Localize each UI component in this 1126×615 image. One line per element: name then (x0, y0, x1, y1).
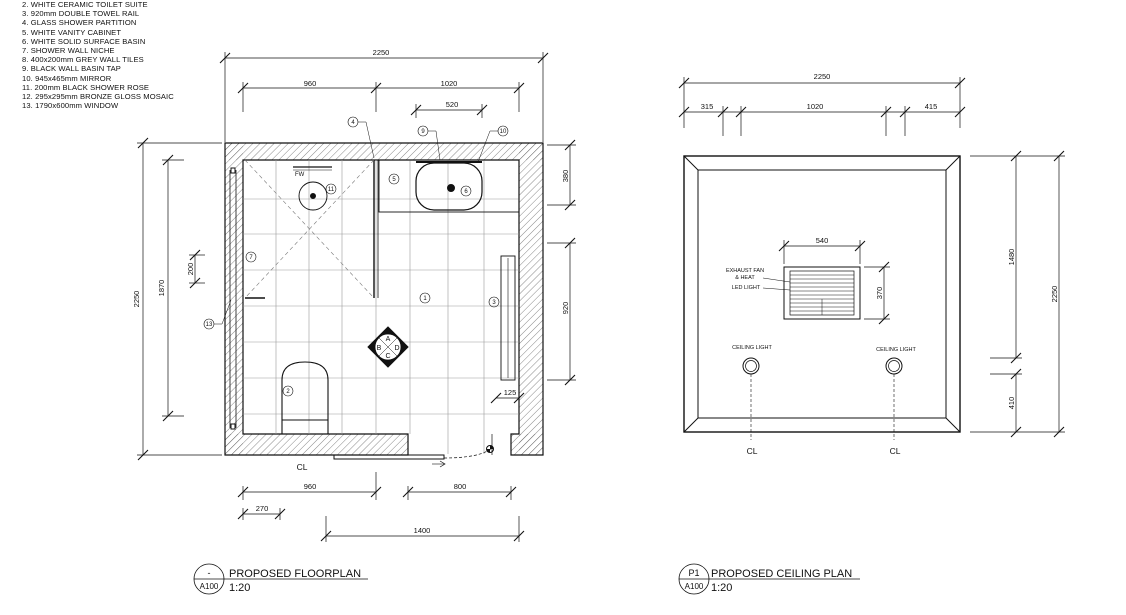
section-marker (367, 326, 409, 368)
floorplan-ref-top: - (208, 568, 211, 578)
ceiling-title: PROPOSED CEILING PLAN (711, 568, 852, 580)
section-mark-a: A (386, 336, 391, 343)
dim-door: 800 (454, 482, 467, 491)
dim-vanity-depth: 380 (561, 170, 570, 183)
ceiling-ref-bottom: A100 (685, 582, 704, 591)
dim-right-top: 1020 (441, 79, 458, 88)
fan-label-2: & HEAT (735, 275, 755, 281)
legend-item: 13. 1790x600mm WINDOW (22, 101, 119, 111)
window (229, 167, 237, 430)
ceiling-cl-right: CL (890, 446, 901, 456)
legend-item: 6. WHITE SOLID SURFACE BASIN (22, 36, 146, 46)
floorplan-scale: 1:20 (229, 582, 250, 594)
exhaust-fan (762, 266, 861, 320)
section-mark-c: C (385, 353, 390, 360)
cl-label: CL (297, 462, 308, 472)
ceiling-dim-overall-width: 2250 (814, 72, 831, 81)
dim-rail: 920 (561, 302, 570, 315)
dim-niche: 200 (186, 263, 195, 276)
dim-bottom-left: 960 (304, 482, 317, 491)
tag-11: 11 (328, 187, 335, 193)
section-mark-d: D (394, 345, 399, 352)
tag-7: 7 (249, 255, 253, 261)
tag-2: 2 (286, 389, 290, 395)
fw-label: FW (295, 172, 305, 178)
dim-basin: 520 (446, 100, 459, 109)
ceiling-plan: 2250 315 1020 415 540 370 1480 2250 410 … (678, 72, 1065, 595)
shower-partition (244, 159, 379, 299)
shower-rose (293, 166, 332, 211)
ceiling-dim-left: 315 (701, 102, 714, 111)
dim-left-top: 960 (304, 79, 317, 88)
fan-label-3: LED LIGHT (732, 285, 761, 291)
dim-toilet-offset: 270 (256, 504, 269, 513)
ceiling-dim-fan-height: 370 (875, 287, 884, 300)
tag-1: 1 (423, 296, 427, 302)
tag-5: 5 (392, 177, 396, 183)
legend-item: 3. 920mm DOUBLE TOWEL RAIL (22, 9, 140, 19)
legend-item: 9. BLACK WALL BASIN TAP (22, 64, 121, 74)
tag-3: 3 (492, 300, 496, 306)
ceiling-dim-right-total: 2250 (1050, 286, 1059, 303)
legend-item: 12. 295x295mm BRONZE GLOSS MOSAIC (22, 92, 174, 102)
floorplan-dimensions (137, 52, 576, 542)
ceiling-light-right (885, 357, 903, 440)
ceiling-light-left (742, 357, 760, 440)
floorplan-title-block (193, 563, 368, 595)
ceiling-scale: 1:20 (711, 582, 732, 594)
ceiling-cl-left: CL (747, 446, 758, 456)
towel-rail (500, 255, 516, 381)
dim-bottom-total: 1400 (414, 526, 431, 535)
ceiling-dim-right-upper: 1480 (1007, 249, 1016, 266)
legend-item: 11. 200mm BLACK SHOWER ROSE (22, 82, 150, 92)
ceiling-dim-right: 415 (925, 102, 938, 111)
tag-9: 9 (421, 129, 425, 135)
ceiling-dim-right-lower: 410 (1007, 397, 1016, 410)
dim-overall-width: 2250 (373, 48, 390, 57)
ceiling-dim-fan-width: 540 (816, 236, 829, 245)
tag-13: 13 (206, 322, 213, 328)
ceiling-light-label-left: CEILING LIGHT (732, 345, 772, 351)
floorplan-ref-bottom: A100 (200, 582, 219, 591)
dim-rail-offset: 125 (504, 388, 517, 397)
floorplan-title: PROPOSED FLOORPLAN (229, 568, 361, 580)
section-mark-b: B (377, 345, 382, 352)
tag-10: 10 (500, 129, 507, 135)
legend-item: 5. WHITE VANITY CABINET (22, 27, 122, 37)
legend-item: 10. 945x465mm MIRROR (22, 73, 112, 83)
legend-item: 2. WHITE CERAMIC TOILET SUITE (22, 0, 148, 9)
vanity (378, 159, 520, 213)
dim-inner-height: 1870 (157, 280, 166, 297)
legend-list: 2. WHITE CERAMIC TOILET SUITE 3. 920mm D… (22, 0, 182, 110)
legend-item: 8. 400x200mm GREY WALL TILES (22, 55, 144, 65)
legend-item: 4. GLASS SHOWER PARTITION (22, 18, 137, 28)
floorplan-walls (224, 142, 544, 456)
ceiling-dim-middle: 1020 (807, 102, 824, 111)
ceiling-ref-top: P1 (688, 568, 699, 578)
legend-item: 7. SHOWER WALL NICHE (22, 46, 115, 56)
tag-6: 6 (464, 189, 468, 195)
floor-marker (486, 445, 494, 453)
ceiling-light-label-right: CEILING LIGHT (876, 347, 916, 353)
tag-4: 4 (351, 120, 355, 126)
ceiling-title-block (678, 563, 860, 595)
toilet (281, 361, 329, 434)
floorplan: A B C D FW CL 1 2 3 4 (132, 48, 576, 595)
item-tags (203, 116, 509, 397)
ceiling-dimensions (678, 77, 1065, 438)
fan-label-1: EXHAUST FAN (726, 268, 764, 274)
dim-height-left: 2250 (132, 291, 141, 308)
